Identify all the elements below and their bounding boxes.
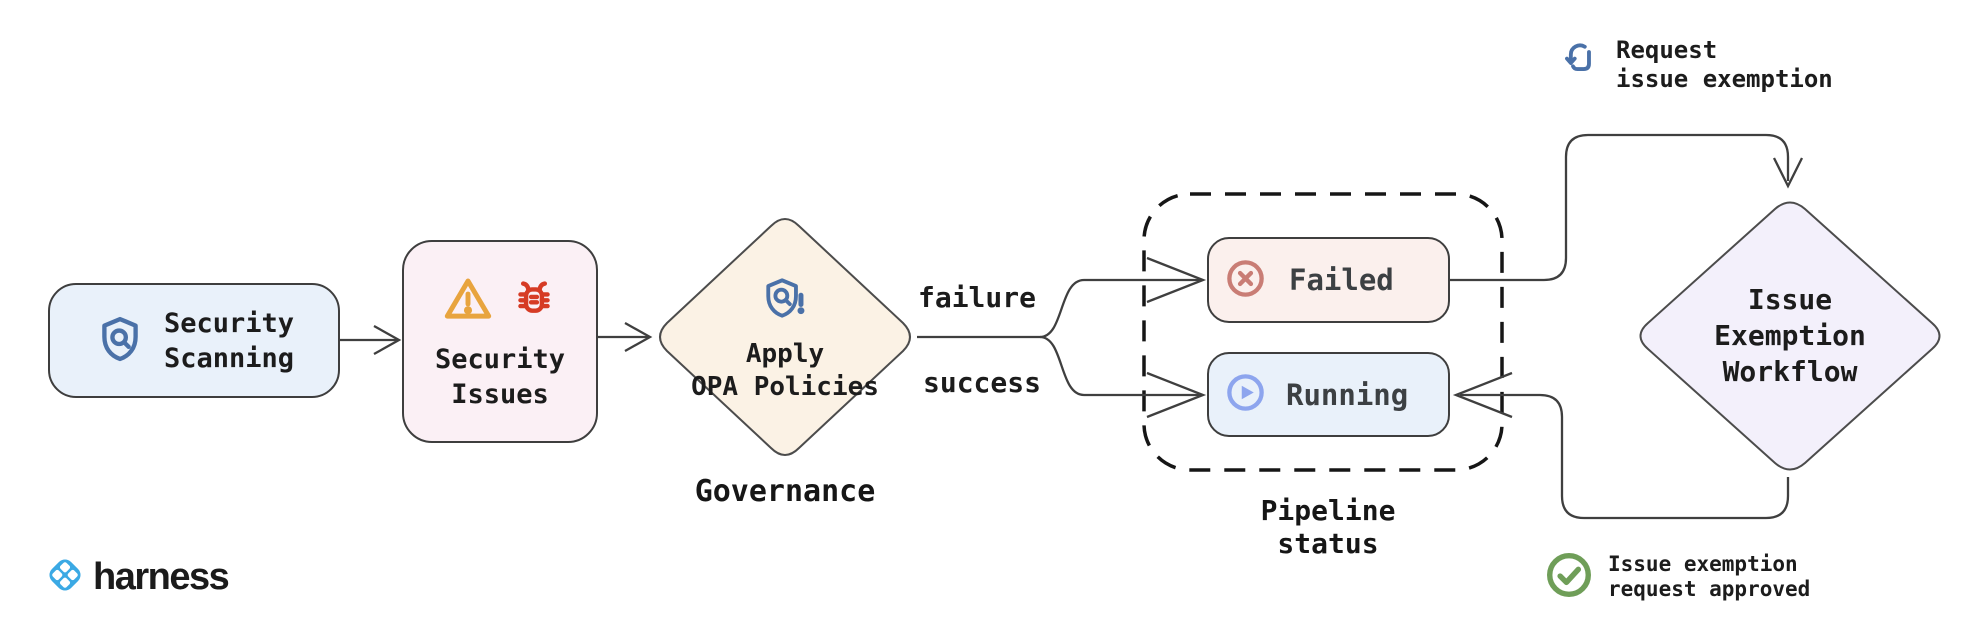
- node-running: Running: [1207, 352, 1450, 437]
- harness-wordmark: harness: [93, 555, 230, 598]
- tap-icon: [1558, 36, 1602, 86]
- warning-icon: [441, 272, 495, 330]
- harness-logo: harness: [44, 554, 230, 600]
- edge-label-failure: failure: [917, 281, 1036, 314]
- governance-caption: Governance: [694, 474, 876, 509]
- apply-opa-diamond-shape: [659, 218, 911, 456]
- failed-label: Failed: [1289, 263, 1394, 297]
- check-circle-icon: [1543, 549, 1595, 605]
- node-failed: Failed: [1207, 237, 1450, 323]
- shield-alert-icon: [760, 270, 810, 330]
- shield-search-icon: [94, 310, 146, 372]
- play-circle-icon: [1223, 370, 1268, 419]
- bug-icon: [509, 272, 559, 330]
- connector-lines: [340, 133, 1804, 520]
- running-label: Running: [1286, 377, 1409, 412]
- x-circle-icon: [1223, 256, 1268, 305]
- harness-logo-icon: [44, 554, 86, 600]
- pipeline-status-caption: Pipeline status: [1260, 494, 1396, 560]
- issue-exemption-diamond-shape: [1639, 201, 1941, 471]
- edge-label-success: success: [922, 366, 1041, 399]
- pipeline-status-dashed-group: [1142, 192, 1504, 472]
